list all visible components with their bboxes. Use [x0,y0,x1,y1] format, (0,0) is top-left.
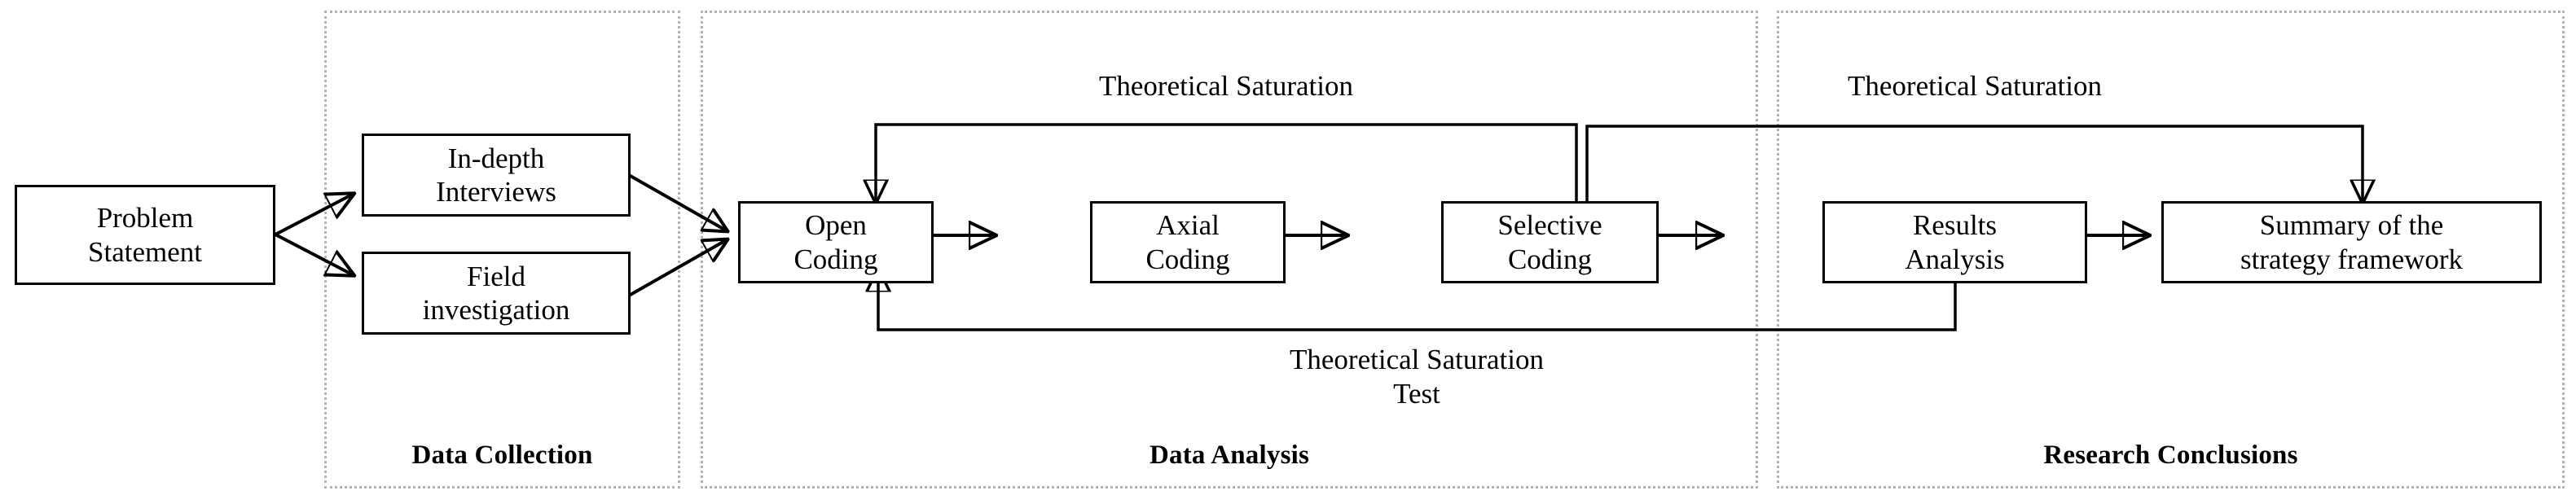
node-in-depth-interviews-line1: In-depth [447,142,545,174]
node-axial-coding[interactable]: Axial Coding [1090,201,1286,283]
section-label-research-conclusions: Research Conclusions [2043,440,2298,470]
node-axial-coding-line2: Coding [1145,243,1230,275]
edge-label-theoretical-saturation-test-line1: Theoretical Saturation [1290,344,1544,375]
node-results-analysis-line2: Analysis [1905,243,2005,275]
node-open-coding-line2: Coding [793,243,878,275]
node-problem-statement[interactable]: Problem Statement [15,185,275,285]
node-summary-framework-line2: strategy framework [2240,243,2464,275]
node-in-depth-interviews-line2: Interviews [436,176,556,208]
node-summary-framework[interactable]: Summary of the strategy framework [2161,201,2542,283]
section-label-data-analysis: Data Analysis [1149,440,1310,470]
node-summary-framework-line1: Summary of the [2259,209,2444,242]
node-in-depth-interviews[interactable]: In-depth Interviews [362,134,631,217]
section-label-data-collection: Data Collection [411,440,593,470]
node-selective-coding[interactable]: Selective Coding [1441,201,1659,283]
node-field-investigation[interactable]: Field investigation [362,252,631,335]
edge-label-theoretical-saturation-test: Theoretical Saturation Test [878,343,1955,411]
node-problem-statement-line1: Problem [96,202,194,234]
node-field-investigation-line2: investigation [422,294,570,326]
edge-label-theoretical-saturation-top-right: Theoretical Saturation [1848,70,2102,102]
node-results-analysis[interactable]: Results Analysis [1822,201,2087,283]
edge-label-theoretical-saturation-test-line2: Test [1393,378,1440,410]
edge-label-theoretical-saturation-top-left: Theoretical Saturation [1099,70,1353,102]
node-selective-coding-line1: Selective [1497,209,1602,242]
node-open-coding[interactable]: Open Coding [738,201,934,283]
section-research-conclusions [1777,11,2565,489]
node-field-investigation-line1: Field [467,260,525,292]
node-results-analysis-line1: Results [1912,209,1998,242]
section-data-collection [324,11,680,489]
node-axial-coding-line1: Axial [1156,209,1220,242]
node-open-coding-line1: Open [805,209,867,242]
node-problem-statement-line2: Statement [88,235,202,268]
node-selective-coding-line2: Coding [1507,243,1593,275]
